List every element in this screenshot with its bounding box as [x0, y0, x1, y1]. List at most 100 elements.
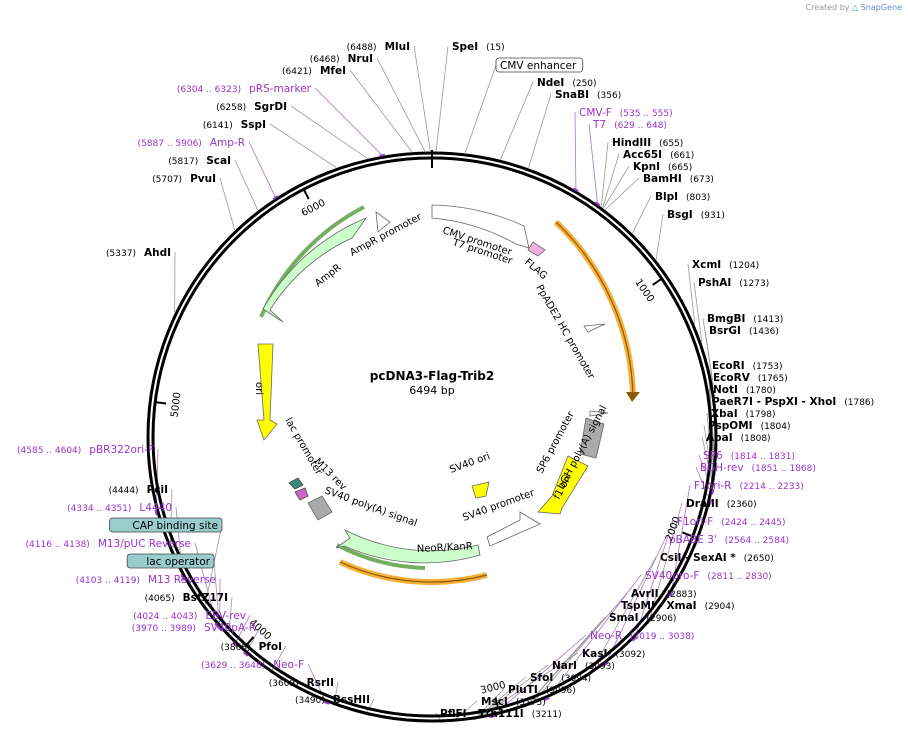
- bp-tick: [682, 531, 694, 538]
- site-label-nrui: (6468)NruI: [310, 53, 373, 65]
- site-name: BsgI: [667, 209, 693, 221]
- primer-mark-t7: [594, 201, 601, 207]
- feature-sp6: [589, 410, 609, 417]
- site-label-pluti: PluTI(3096): [508, 684, 576, 696]
- site-position: (4444): [109, 486, 139, 496]
- feature-sv40-polya: [307, 495, 333, 521]
- leader-pbabe: [604, 538, 666, 665]
- site-position: (5337): [106, 249, 136, 259]
- leader-nrui: [376, 57, 426, 152]
- site-position: (1808): [741, 434, 771, 444]
- primer-mark-f1orir: [668, 591, 674, 597]
- site-position: (3096): [546, 686, 576, 696]
- primer-mark-ampr: [272, 195, 279, 200]
- leader-neor: [491, 634, 587, 717]
- feature-sv40-promoter: [486, 511, 541, 547]
- site-position: (1204): [729, 261, 759, 271]
- site-name: SnaBI: [555, 89, 589, 101]
- site-position: (2564 .. 2584): [725, 536, 789, 546]
- leader-neof: [307, 663, 327, 703]
- feature-neor: [335, 528, 481, 564]
- site-position: (1436): [749, 327, 779, 337]
- site-name: KasI: [582, 648, 607, 660]
- site-name: SP6: [703, 450, 723, 462]
- orange-arrowhead: [626, 392, 640, 402]
- feature-lac-promoter: [288, 477, 304, 490]
- site-label-xbai: XbaI(1798): [711, 408, 776, 420]
- site-name: CMV-F: [579, 107, 612, 119]
- site-position: (661): [670, 151, 694, 161]
- site-name: MfeI: [320, 65, 346, 77]
- site-label-sv40prof: SV40pro-F(2811 .. 2830): [645, 570, 772, 582]
- leader-ampr: [248, 141, 276, 198]
- leader-cmvf: [574, 111, 577, 190]
- snapgene-credit: Created by △ SnapGene: [805, 3, 902, 12]
- site-position: (1814 .. 1831): [731, 452, 795, 462]
- leader-smai: [524, 616, 606, 708]
- site-name: Acc65I: [623, 149, 662, 161]
- snapgene-logo-icon: △: [852, 3, 859, 12]
- site-name: SfoI: [530, 672, 553, 684]
- site-label-pcii: (4444)PciI: [109, 484, 168, 496]
- site-name: PfoI: [259, 641, 282, 653]
- site-label-m13rev: (4103 .. 4119)M13 Reverse: [76, 574, 216, 586]
- site-name: EcoRI: [712, 360, 745, 372]
- primer-mark-pbabe: [602, 661, 609, 667]
- site-position: (356): [597, 91, 621, 101]
- label-sv40-polya: SV40 poly(A) signal: [323, 485, 419, 529]
- site-name: EBV-rev: [205, 610, 246, 622]
- leader-acc65i: [602, 153, 620, 208]
- feature-box-cap: [109, 517, 223, 533]
- site-label-ecorv: EcoRV(1765): [713, 372, 788, 384]
- site-position: (673): [690, 175, 714, 185]
- feature-bgh: [579, 417, 605, 459]
- feature-sv40-ori: [471, 481, 490, 499]
- site-name: L4440: [139, 502, 172, 514]
- site-name: SmaI: [609, 612, 639, 624]
- site-position: (3868): [221, 643, 251, 653]
- site-name: SspI: [241, 119, 266, 131]
- site-name: NotI: [713, 384, 738, 396]
- site-position: (4116 .. 4138): [26, 540, 90, 550]
- site-position: (3629 .. 3648): [201, 661, 265, 671]
- site-label-ebvrev: (4024 .. 4043) EBV-rev: [133, 610, 246, 622]
- leader-bsrgi: [704, 329, 714, 386]
- site-position: (3019 .. 3038): [630, 632, 694, 642]
- site-label-bgh: BGH-rev(1851 .. 1868): [700, 462, 816, 474]
- site-position: (1273): [739, 279, 769, 289]
- site-name: pBR322ori-F: [89, 444, 154, 456]
- site-name: XcmI: [692, 259, 721, 271]
- site-position: (6488): [347, 43, 377, 53]
- primer-mark-sv40par: [243, 651, 249, 657]
- site-position: (2906): [647, 614, 677, 624]
- label-ori: ori: [253, 382, 264, 395]
- site-name: F1ori-F: [677, 516, 713, 528]
- label-ampr-promoter: AmpR promoter: [348, 211, 424, 258]
- site-name: M13/pUC Reverse: [98, 538, 191, 550]
- neor-green-arc: [336, 543, 426, 570]
- feature-ppade2: [583, 323, 606, 333]
- feature-m13-rev: [294, 487, 309, 501]
- site-name: BmgBI: [707, 313, 745, 325]
- leader-spei: [435, 45, 449, 152]
- site-position: (4024 .. 4043): [133, 612, 197, 622]
- leader-bsgi: [655, 213, 664, 260]
- site-label-mfei: (6421)MfeI: [282, 65, 346, 77]
- site-name: CMV enhancer: [500, 60, 577, 72]
- leader-cmvenh: [464, 64, 497, 154]
- label-neor: NeoR/KanR: [417, 541, 473, 555]
- site-name: CsiI - SexAI *: [660, 552, 736, 564]
- site-position: (3094): [561, 674, 591, 684]
- leader-sspi: [269, 123, 337, 168]
- site-name: EcoRV: [713, 372, 751, 384]
- primer-mark-pbr: [154, 509, 158, 516]
- primer-mark-ebvrev: [232, 641, 238, 647]
- primer-mark-f1orif: [631, 636, 638, 642]
- site-name: T7: [592, 119, 606, 131]
- leader-f1orif: [634, 520, 674, 640]
- feature-box-lacop: [126, 553, 215, 569]
- label-sv40-ori: SV40 ori: [448, 451, 491, 476]
- bp-tick-label: 5000: [169, 392, 183, 419]
- site-position: (4103 .. 4119): [76, 576, 140, 586]
- credit-text: Created by: [805, 3, 850, 12]
